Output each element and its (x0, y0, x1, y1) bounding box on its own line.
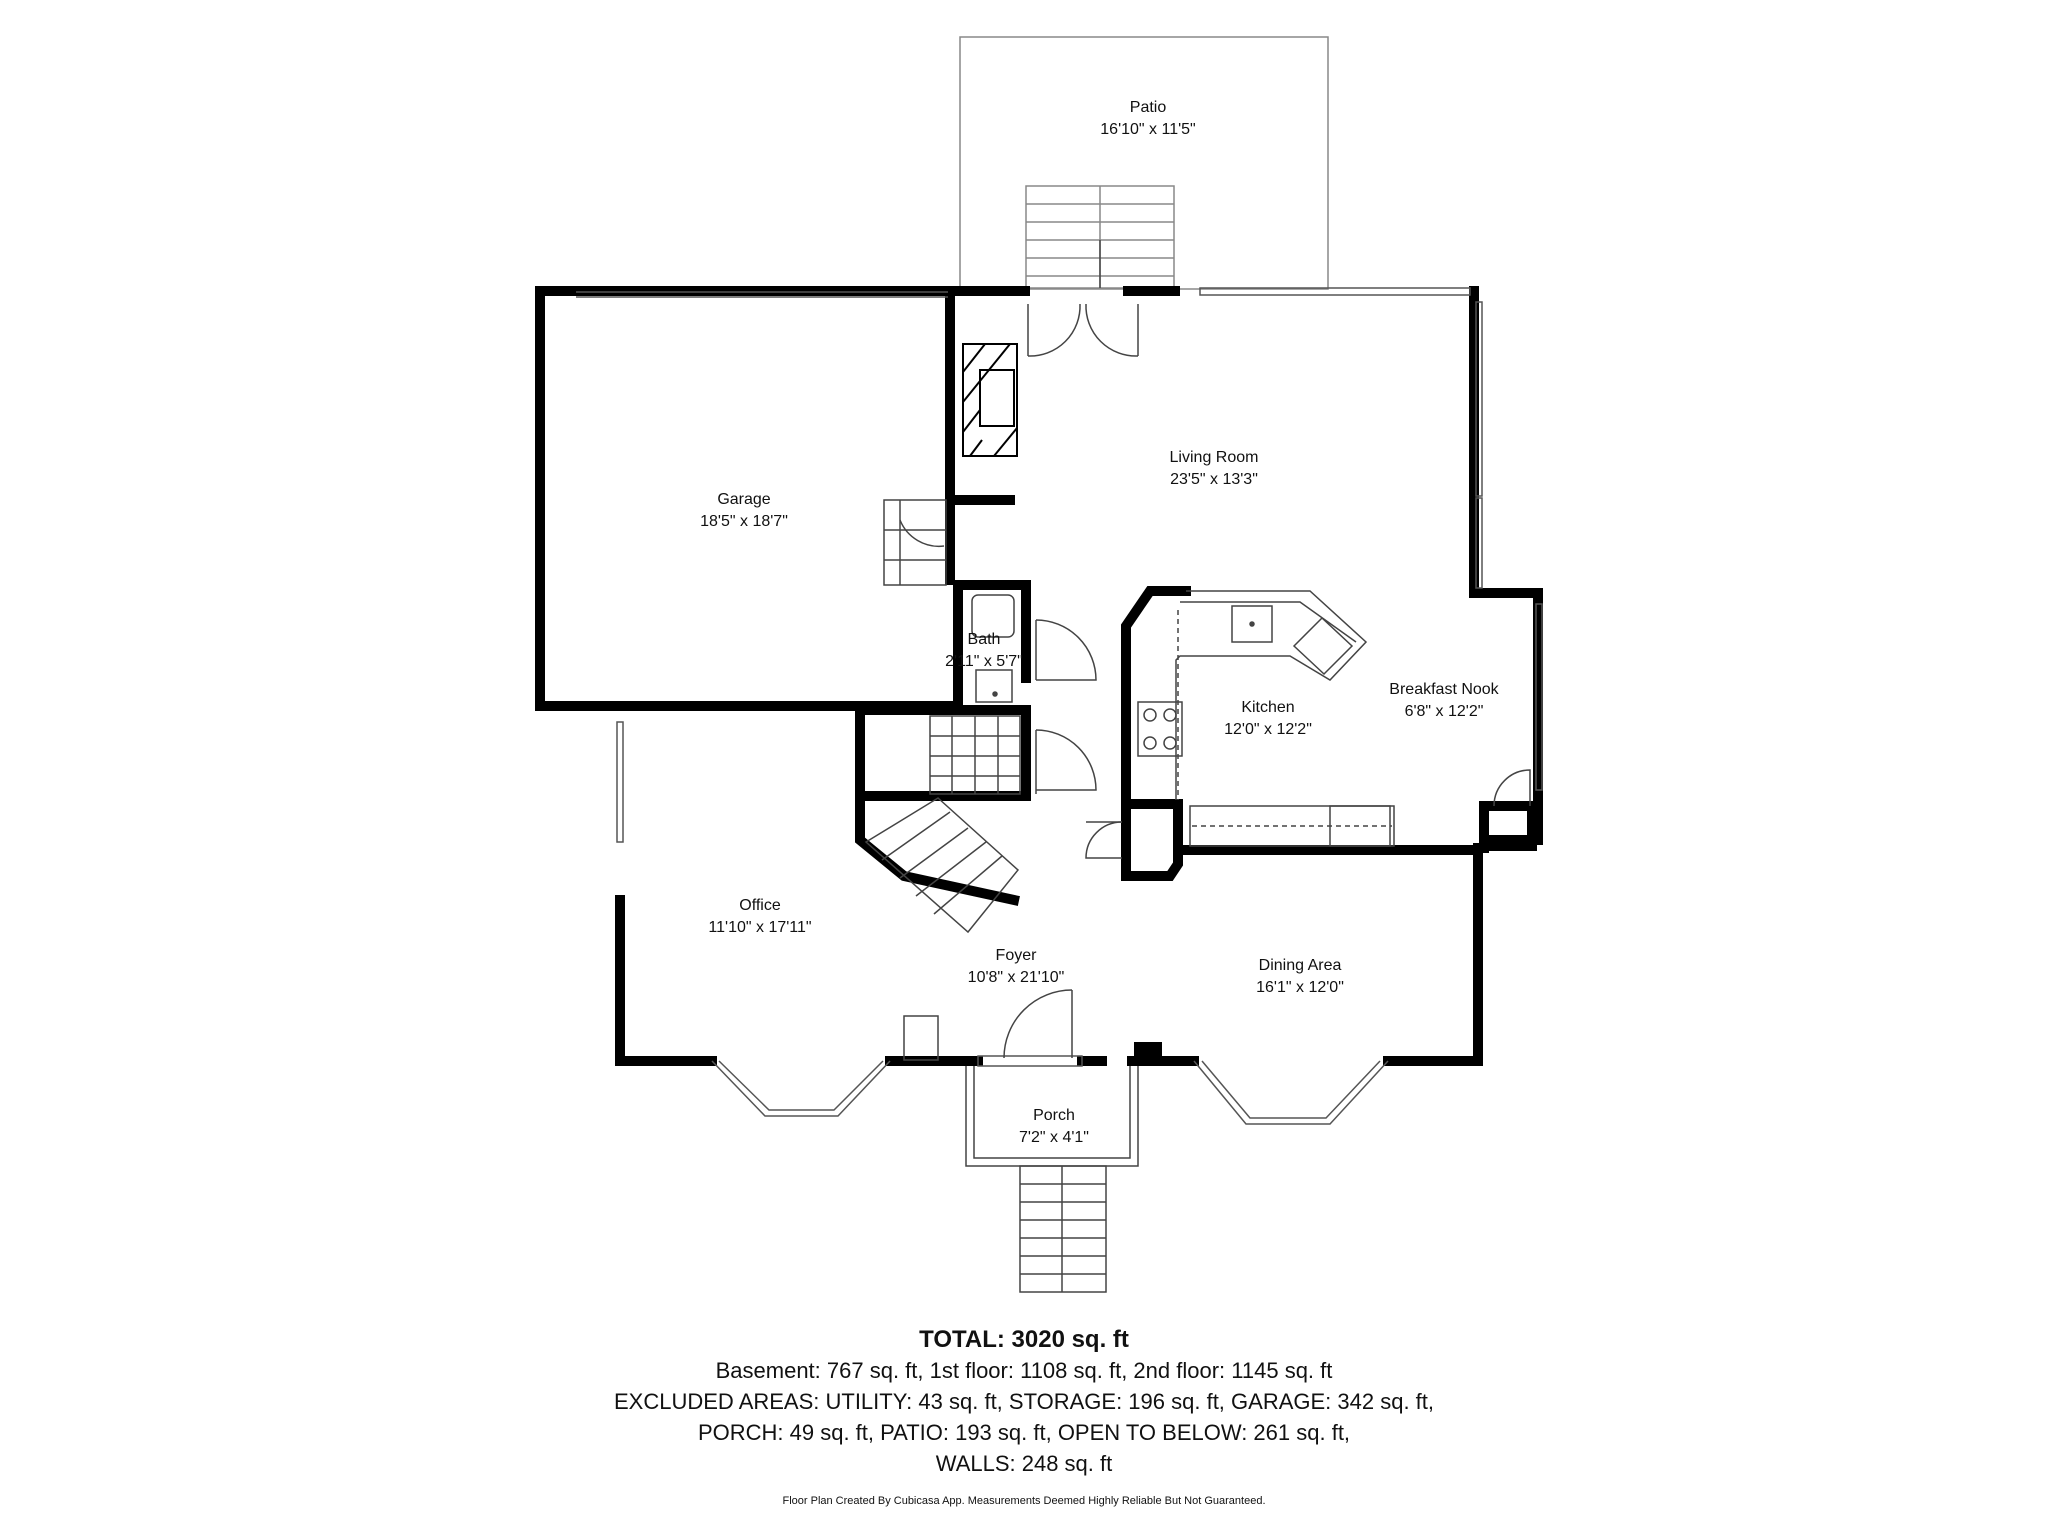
office-name: Office (739, 897, 781, 914)
patio-doors (1027, 303, 1139, 357)
total-area: TOTAL: 3020 sq. ft (919, 1326, 1129, 1353)
bath-dims: 2'11" x 5'7" (945, 653, 1023, 670)
front-door-porch (903, 989, 1139, 1293)
interior-stairs (864, 715, 1097, 934)
breakfast-nook-dims: 6'8" x 12'2" (1405, 703, 1484, 720)
breakfast-nook-name: Breakfast Nook (1389, 681, 1499, 698)
walls (535, 286, 1543, 1066)
credit-note: Floor Plan Created By Cubicasa App. Meas… (782, 1495, 1266, 1507)
garage-dims: 18'5" x 18'7" (700, 513, 788, 530)
excluded-areas-line-2: PORCH: 49 sq. ft, PATIO: 193 sq. ft, OPE… (697, 1420, 1351, 1445)
patio-dims: 16'10" x 11'5" (1100, 121, 1195, 138)
porch-dims: 7'2" x 4'1" (1019, 1129, 1089, 1146)
living-room-dims: 23'5" x 13'3" (1170, 471, 1258, 488)
foyer-column (1134, 1042, 1162, 1062)
room-labels: Patio 16'10" x 11'5" Living Room 23'5" x… (700, 99, 1500, 1146)
kitchen-counters (1085, 590, 1395, 859)
office-dims: 11'10" x 17'11" (708, 919, 811, 936)
bath-fixtures (971, 594, 1097, 703)
porch-name: Porch (1033, 1107, 1075, 1124)
excluded-areas-line: EXCLUDED AREAS: UTILITY: 43 sq. ft, STOR… (613, 1389, 1434, 1414)
bath-name: Bath (968, 631, 1001, 648)
kitchen-name: Kitchen (1241, 699, 1294, 716)
floor-areas-line: Basement: 767 sq. ft, 1st floor: 1108 sq… (715, 1358, 1333, 1383)
kitchen-dims: 12'0" x 12'2" (1224, 721, 1312, 738)
dining-area-name: Dining Area (1259, 957, 1342, 974)
walls-area-line: WALLS: 248 sq. ft (935, 1451, 1113, 1476)
living-room-name: Living Room (1170, 449, 1259, 466)
foyer-dims: 10'8" x 21'10" (968, 969, 1065, 986)
patio-area (959, 36, 1329, 290)
garage-name: Garage (717, 491, 770, 508)
nook-door (1493, 769, 1531, 807)
patio-name: Patio (1130, 99, 1167, 116)
dining-area-dims: 16'1" x 12'0" (1256, 979, 1344, 996)
foyer-name: Foyer (996, 947, 1038, 964)
windows (576, 287, 1543, 1125)
garage-steps (883, 499, 947, 586)
fireplace (962, 343, 1018, 457)
